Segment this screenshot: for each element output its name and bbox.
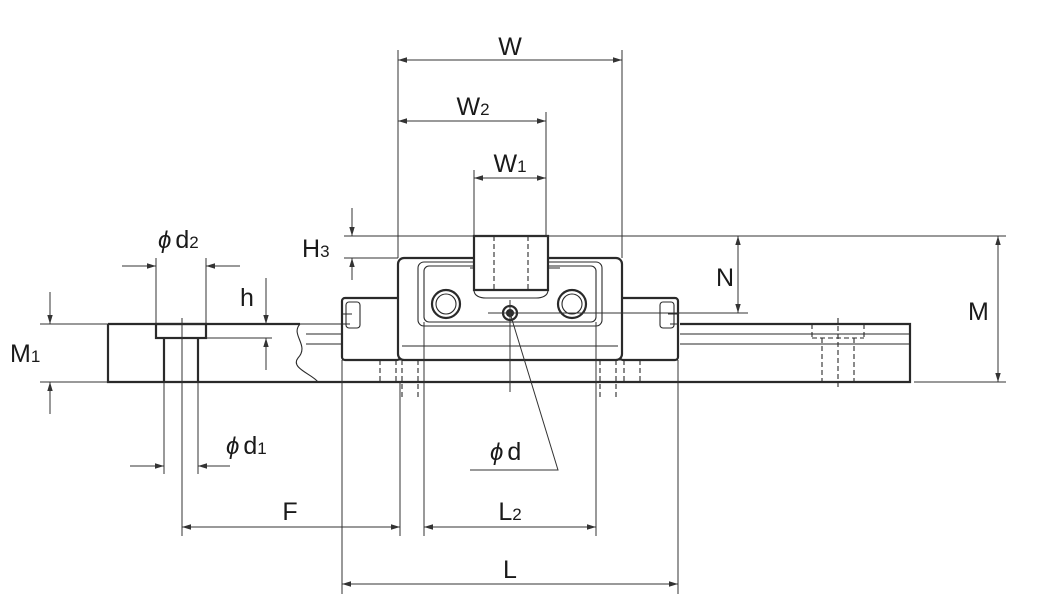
label-H3: H3 (302, 235, 330, 263)
dim-W1: W1 (473, 150, 546, 236)
rail-counterbore-hole (154, 322, 208, 382)
label-M: M (968, 298, 989, 326)
dim-N: N (716, 236, 741, 313)
dim-h: h (206, 278, 272, 370)
rail-break-line (295, 323, 319, 383)
rail-hidden-hole (811, 318, 865, 390)
dim-L: L (341, 360, 679, 594)
block-top-boss (472, 234, 550, 292)
label-M1: M1 (10, 340, 40, 368)
label-W2: W2 (456, 93, 489, 121)
hidden-hole-lines (379, 360, 641, 398)
end-seal-right (618, 296, 680, 362)
label-L: L (503, 556, 517, 584)
label-W1: W1 (493, 150, 526, 178)
label-h: h (240, 284, 254, 312)
label-N: N (716, 264, 734, 292)
dim-F: F (181, 382, 401, 536)
dim-L2: L2 (423, 322, 597, 536)
rail (106, 318, 912, 390)
label-L2: L2 (498, 498, 521, 526)
dim-H3: H3 (302, 208, 1006, 280)
end-seal-left (340, 296, 402, 362)
label-F: F (282, 498, 297, 526)
dim-M: M (914, 236, 1006, 383)
label-W: W (498, 33, 522, 61)
center-lines (181, 300, 748, 392)
dim-W: W (397, 33, 623, 258)
dim-W2: W2 (398, 93, 547, 236)
dim-M1: M1 (10, 292, 108, 414)
